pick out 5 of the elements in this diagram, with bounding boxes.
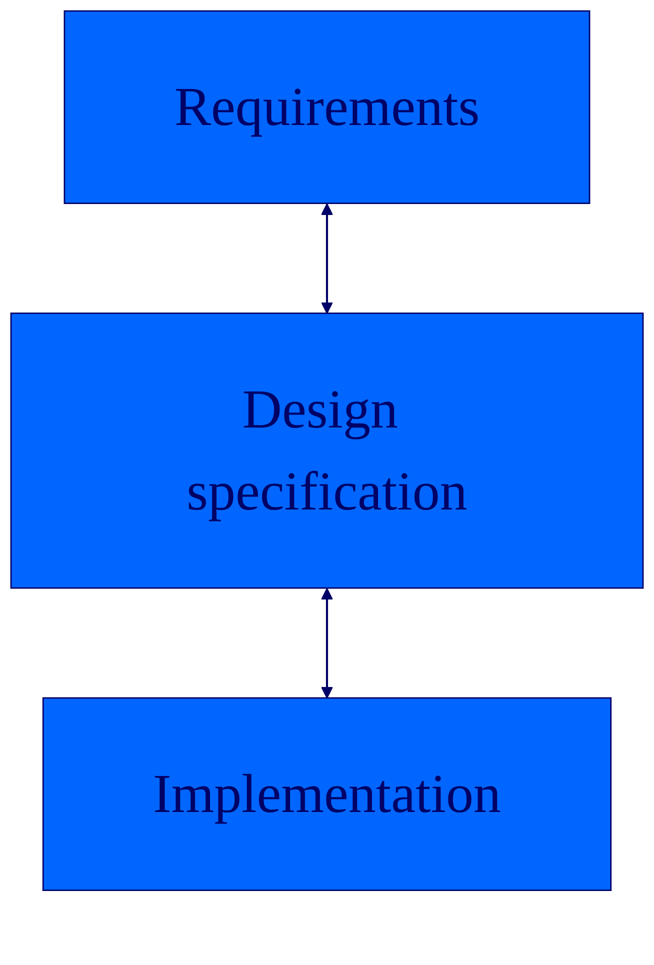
arrow xyxy=(320,588,334,698)
node-box: Implementation xyxy=(42,697,612,891)
arrow xyxy=(320,203,334,314)
node-box: Requirements xyxy=(64,10,590,204)
node-box: Design specification xyxy=(10,312,644,589)
